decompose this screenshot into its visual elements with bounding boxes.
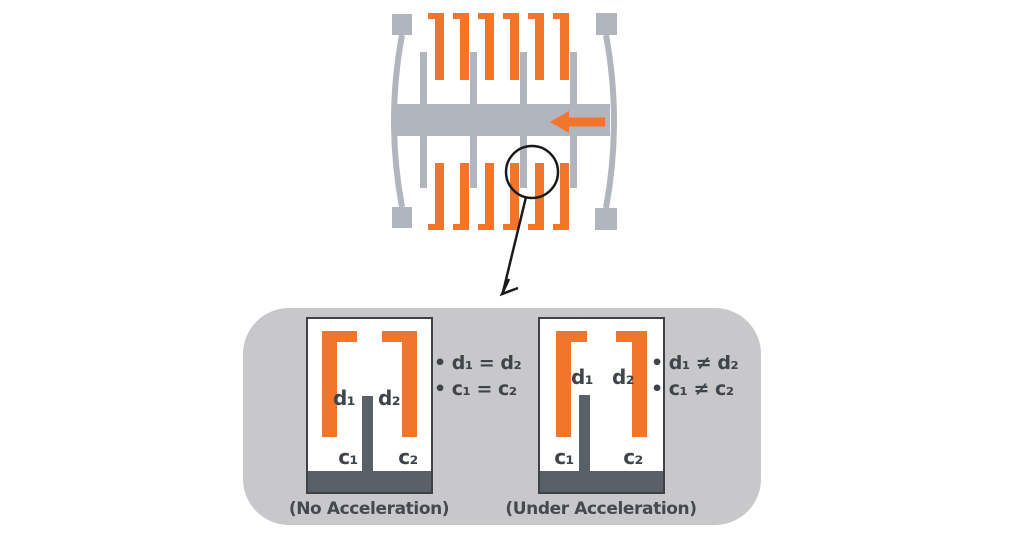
fixed-electrode xyxy=(528,13,544,80)
moving-finger xyxy=(520,52,527,105)
fixed-electrode xyxy=(478,163,494,230)
capacitor-cell-under-accel: d₁ d₂ c₁ c₂ xyxy=(538,317,665,494)
equation-line: • d₁ ≠ d₂ xyxy=(651,352,739,374)
moving-finger xyxy=(420,52,427,105)
anchors xyxy=(392,13,617,230)
fixed-electrode xyxy=(553,13,569,80)
fixed-electrode xyxy=(453,163,469,230)
proof-mass-finger xyxy=(579,395,590,471)
acceleration-arrow-icon xyxy=(550,111,605,133)
capacitance-label-c1: c₁ xyxy=(338,445,358,469)
equations-under-accel: • d₁ ≠ d₂ • c₁ ≠ c₂ xyxy=(651,350,739,402)
anchor-bottom-left xyxy=(392,207,412,228)
right-electrode-bar xyxy=(402,331,417,437)
equation-line: • c₁ = c₂ xyxy=(434,378,517,400)
capacitor-cell-no-accel: d₁ d₂ c₁ c₂ xyxy=(306,317,433,494)
gap-label-d2: d₂ xyxy=(611,365,635,389)
right-electrode-arm xyxy=(382,331,417,342)
zoom-pointer-line xyxy=(501,196,528,293)
fixed-electrode xyxy=(503,13,519,80)
spring-right xyxy=(603,34,617,209)
fixed-electrode xyxy=(478,13,494,80)
moving-finger xyxy=(520,135,527,188)
left-electrode-bar xyxy=(556,331,571,437)
gap-label-d1: d₁ xyxy=(570,365,594,389)
proof-mass-base xyxy=(540,471,663,492)
moving-finger xyxy=(420,135,427,188)
fixed-electrode xyxy=(553,163,569,230)
fixed-electrode xyxy=(453,13,469,80)
mems-comb-structure xyxy=(391,13,617,297)
zoom-circle xyxy=(504,144,560,200)
anchor-top-right xyxy=(596,13,617,35)
fixed-electrodes-bottom xyxy=(428,163,569,230)
magnifier-icon xyxy=(499,144,560,297)
right-electrode-arm xyxy=(616,331,647,342)
capacitance-label-c2: c₂ xyxy=(398,445,418,469)
caption-no-accel: (No Acceleration) xyxy=(288,499,450,519)
capacitance-label-c1: c₁ xyxy=(554,445,574,469)
moving-finger xyxy=(570,135,577,188)
detail-panel: d₁ d₂ c₁ c₂ • d₁ = d₂ • c₁ = c₂ d₁ d₂ c₁… xyxy=(243,308,761,525)
moving-finger xyxy=(470,135,477,188)
fixed-electrodes-top xyxy=(428,13,569,80)
proof-mass-finger xyxy=(362,396,373,471)
anchor-top-left xyxy=(392,14,412,35)
moving-finger xyxy=(470,52,477,105)
fixed-electrode xyxy=(503,163,519,230)
right-electrode-bar xyxy=(632,331,647,437)
left-electrode-arm xyxy=(322,331,357,342)
fixed-electrode xyxy=(428,13,444,80)
zoom-pointer-arrowhead xyxy=(499,278,519,297)
left-electrode-arm xyxy=(556,331,587,342)
anchor-bottom-right xyxy=(595,208,617,230)
proof-mass-base xyxy=(308,471,431,492)
moving-finger xyxy=(570,52,577,105)
gap-label-d2: d₂ xyxy=(377,386,401,410)
capacitance-label-c2: c₂ xyxy=(623,445,643,469)
caption-under-accel: (Under Acceleration) xyxy=(505,499,697,519)
equation-line: • c₁ ≠ c₂ xyxy=(651,378,734,400)
fixed-electrode xyxy=(428,163,444,230)
left-electrode-bar xyxy=(322,331,337,437)
equation-line: • d₁ = d₂ xyxy=(434,352,522,374)
gap-label-d1: d₁ xyxy=(332,386,356,410)
equations-no-accel: • d₁ = d₂ • c₁ = c₂ xyxy=(434,350,522,402)
